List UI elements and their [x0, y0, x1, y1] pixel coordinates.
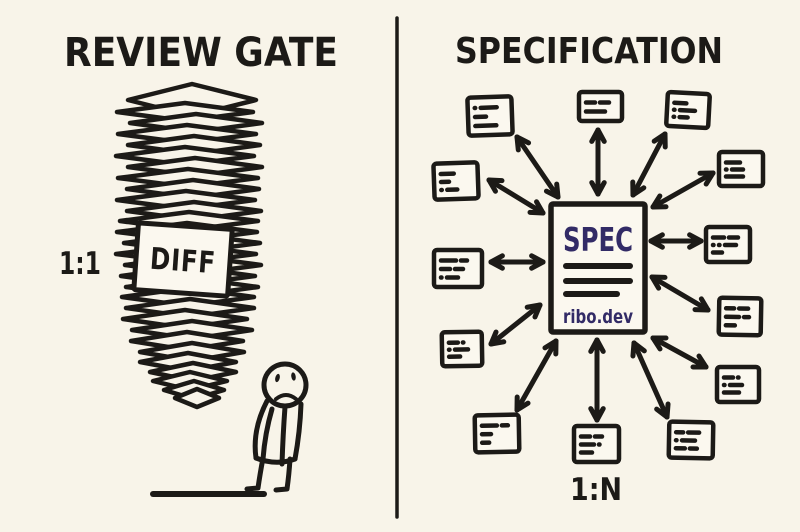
- arrowhead: [486, 177, 498, 194]
- double-arrow: [588, 337, 606, 423]
- arrow-shaft: [650, 170, 716, 210]
- arrowhead: [514, 400, 531, 413]
- note-card: [716, 149, 766, 189]
- arrowhead: [554, 181, 561, 200]
- note-card-text-line: [478, 105, 499, 111]
- arrowhead: [588, 337, 600, 354]
- arrowhead: [524, 302, 543, 310]
- paper-sheet: [172, 386, 222, 410]
- double-arrow: [650, 335, 709, 370]
- arrowhead: [488, 339, 507, 347]
- spec-document: SPEC ribo.dev: [548, 201, 648, 335]
- note-card-layer: [431, 89, 766, 465]
- arrowhead: [664, 401, 671, 420]
- left-panel-title: REVIEW GATE: [64, 30, 338, 76]
- double-arrow: [630, 340, 671, 420]
- arrowhead: [698, 296, 711, 313]
- arrow-shaft: [514, 134, 561, 200]
- figure-head: [261, 361, 309, 409]
- double-arrow: [514, 134, 561, 200]
- figure-back: [252, 398, 270, 461]
- spec-title: SPEC: [563, 220, 633, 259]
- note-card: [703, 224, 753, 265]
- arrow-shaft: [630, 131, 668, 198]
- note-card-text-line: [672, 100, 689, 106]
- double-arrow: [514, 338, 559, 413]
- arrow-shaft: [514, 338, 559, 413]
- ratio-1-n-label: 1:N: [570, 472, 622, 508]
- figure-leg-right: [273, 456, 293, 493]
- arrowhead: [630, 185, 647, 198]
- arrowhead: [514, 134, 521, 153]
- note-card-text-line: [473, 123, 499, 129]
- figure-leg-left: [244, 455, 266, 492]
- sad-stick-figure-icon: [244, 361, 309, 493]
- spec-site-label: ribo.dev: [563, 306, 633, 328]
- figure-front: [292, 401, 304, 462]
- arrowhead: [648, 238, 665, 250]
- note-card: [664, 89, 712, 131]
- right-panel-title: SPECIFICATION: [455, 31, 723, 72]
- double-arrow: [630, 131, 668, 198]
- arrowhead: [650, 335, 663, 352]
- double-arrow: [649, 274, 711, 313]
- double-arrow: [486, 177, 546, 216]
- note-card: [571, 423, 622, 465]
- arrow-shaft: [486, 177, 546, 216]
- arrowhead: [651, 131, 668, 144]
- double-arrow: [488, 253, 546, 271]
- note-card: [716, 295, 764, 338]
- arrowhead: [529, 253, 546, 265]
- note-card: [576, 89, 625, 124]
- arrowhead: [595, 180, 607, 197]
- arrowhead: [542, 338, 559, 351]
- left-panel: REVIEW GATE 1:1 DIFF: [59, 30, 338, 497]
- arrowhead: [488, 259, 505, 271]
- note-card-text-line: [677, 107, 698, 114]
- double-arrow: [589, 127, 607, 197]
- diff-label: DIFF: [149, 242, 217, 282]
- figure-arm-back: [260, 406, 275, 462]
- diff-sheet: DIFF: [131, 220, 235, 299]
- figure-eye-left: [275, 373, 280, 383]
- arrowhead: [630, 340, 637, 359]
- note-card: [472, 412, 522, 455]
- figure-frown: [274, 393, 298, 401]
- arrowhead: [696, 353, 709, 370]
- double-arrow: [488, 302, 543, 347]
- arrow-shaft: [649, 274, 711, 313]
- ratio-1-1-label: 1:1: [59, 246, 101, 282]
- figure-arm-front: [279, 404, 288, 467]
- double-arrow: [648, 232, 704, 250]
- note-card: [465, 94, 515, 138]
- note-card-face: [576, 89, 625, 124]
- arrowhead: [594, 406, 606, 423]
- diff-sheet-face: [131, 220, 235, 299]
- right-panel: SPECIFICATION SPEC ribo.dev 1:N: [431, 31, 766, 508]
- double-arrow: [650, 170, 716, 210]
- note-card: [439, 329, 485, 369]
- arrow-layer: [486, 127, 716, 423]
- arrowhead: [589, 127, 601, 144]
- note-card: [666, 419, 716, 461]
- note-card: [431, 247, 485, 290]
- note-card: [431, 160, 481, 202]
- arrow-shaft: [631, 340, 670, 420]
- arrow-shaft: [488, 302, 543, 347]
- arrowhead: [687, 232, 704, 244]
- arrowhead: [649, 274, 662, 291]
- arrowhead: [534, 199, 546, 216]
- arrow-shaft: [650, 335, 709, 370]
- figure-eye-right: [291, 372, 296, 381]
- note-card: [714, 364, 762, 405]
